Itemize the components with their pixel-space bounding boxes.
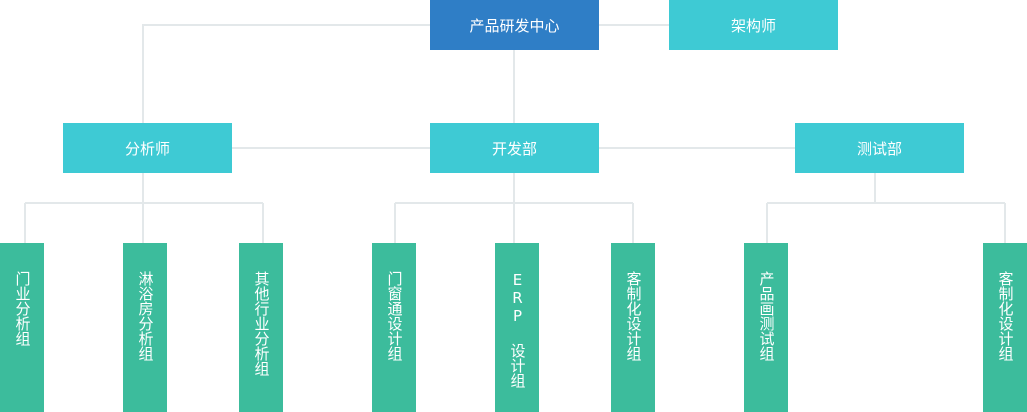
leaf-door-window-design-group: 门窗通设计组 — [372, 243, 416, 412]
node-analyst: 分析师 — [63, 123, 232, 173]
leaf-door-analysis-group: 门业分析组 — [0, 243, 44, 412]
node-label: 测试部 — [856, 139, 902, 158]
leaf-shower-analysis-group: 淋浴房分析组 — [123, 243, 167, 412]
leaf-custom-design-group: 客制化设计组 — [611, 243, 655, 412]
leaf-label: 客制化设计组 — [996, 271, 1015, 361]
leaf-label: ERP 设计组 — [508, 271, 527, 388]
node-dev-dept: 开发部 — [430, 123, 599, 173]
leaf-custom-design-group-2: 客制化设计组 — [983, 243, 1027, 412]
leaf-label: 门业分析组 — [13, 271, 32, 346]
leaf-product-test-group: 产品画测试组 — [744, 243, 788, 412]
leaf-erp-design-group: ERP 设计组 — [495, 243, 539, 412]
leaf-label: 产品画测试组 — [757, 271, 776, 361]
leaf-label: 淋浴房分析组 — [136, 271, 155, 361]
leaf-label: 门窗通设计组 — [385, 271, 404, 361]
leaf-other-industry-analysis-group: 其他行业分析组 — [239, 243, 283, 412]
node-label: 产品研发中心 — [469, 16, 560, 35]
node-label: 分析师 — [124, 139, 170, 158]
node-label: 架构师 — [730, 16, 776, 35]
node-product-rd-center: 产品研发中心 — [430, 0, 599, 50]
leaf-label: 其他行业分析组 — [252, 271, 271, 376]
node-label: 开发部 — [491, 139, 537, 158]
leaf-label: 客制化设计组 — [624, 271, 643, 361]
node-test-dept: 测试部 — [795, 123, 964, 173]
node-architect: 架构师 — [669, 0, 838, 50]
